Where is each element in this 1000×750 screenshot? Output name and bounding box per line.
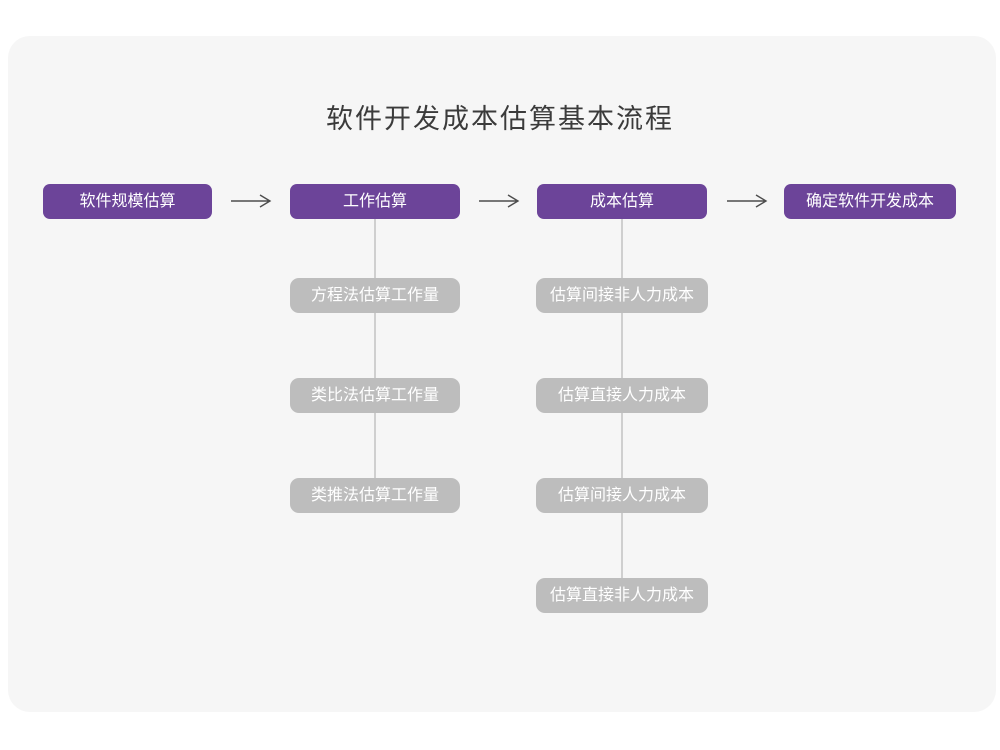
sub-node-direct-non-labor-cost: 估算直接非人力成本 (536, 578, 708, 613)
arrow-right-icon (476, 192, 522, 210)
arrow-right-icon (724, 192, 770, 210)
sub-node-equation-method: 方程法估算工作量 (290, 278, 460, 313)
flow-node-work-estimation: 工作估算 (290, 184, 460, 219)
connector-line-work-estimation (374, 219, 376, 483)
sub-node-indirect-non-labor-cost: 估算间接非人力成本 (536, 278, 708, 313)
sub-node-analogy-method: 类比法估算工作量 (290, 378, 460, 413)
arrow-right-icon (228, 192, 274, 210)
flow-node-software-scale-estimation: 软件规模估算 (43, 184, 212, 219)
sub-node-direct-labor-cost: 估算直接人力成本 (536, 378, 708, 413)
flow-node-cost-estimation: 成本估算 (537, 184, 707, 219)
diagram-title: 软件开发成本估算基本流程 (326, 104, 674, 134)
sub-node-indirect-labor-cost: 估算间接人力成本 (536, 478, 708, 513)
sub-node-extrapolation-method: 类推法估算工作量 (290, 478, 460, 513)
diagram-canvas (8, 36, 996, 712)
flow-node-determine-dev-cost: 确定软件开发成本 (784, 184, 956, 219)
